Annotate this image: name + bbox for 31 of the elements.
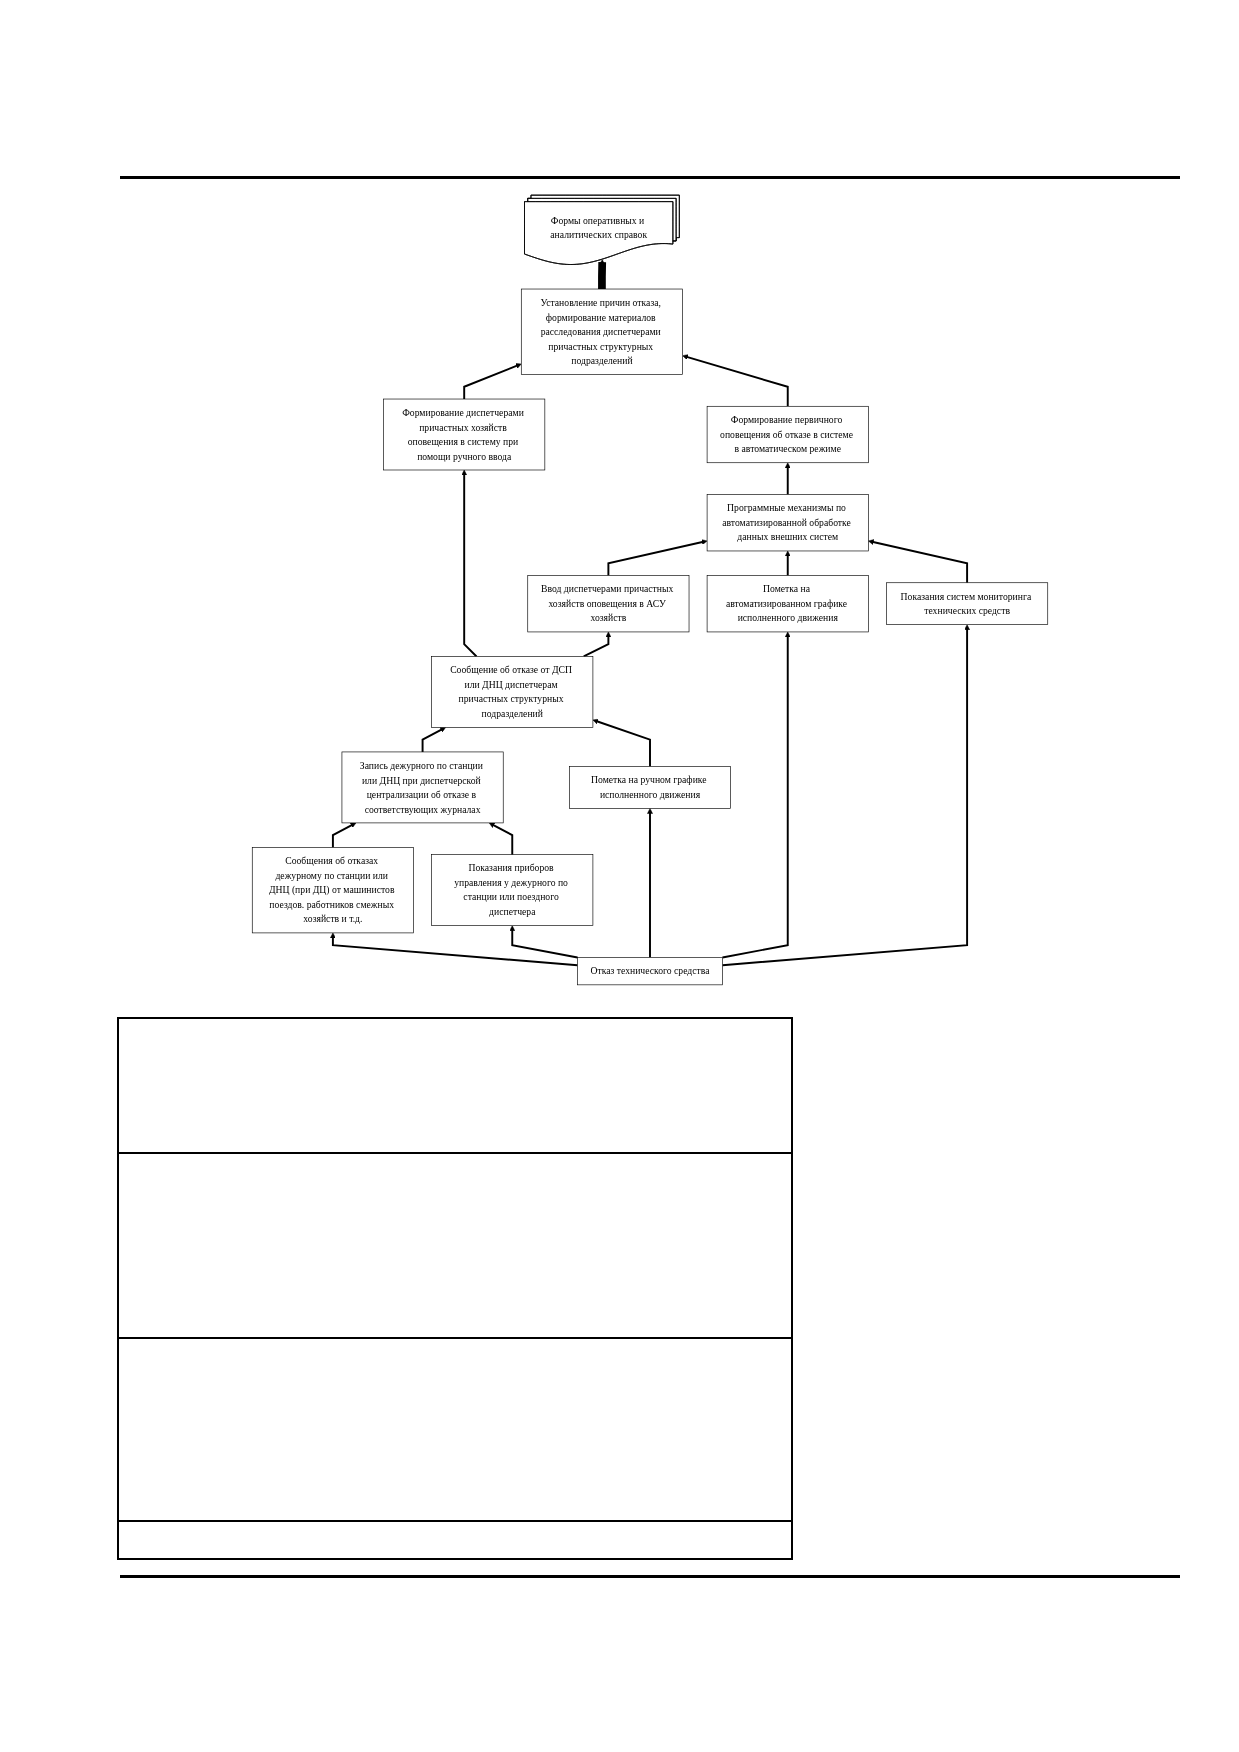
arrow xyxy=(330,932,579,967)
arrow xyxy=(784,462,791,496)
node-box: Пометка на автоматизированном графике исполненного движения xyxy=(706,575,869,633)
node-box: Сообщение об отказе от ДСП или ДНЦ диспетчерам причастных структурных подразделений xyxy=(431,656,594,728)
node-box: Пометка на ручном графике исполненного движения xyxy=(569,766,731,809)
arrow xyxy=(421,727,446,753)
arrow xyxy=(682,354,789,408)
arrow xyxy=(647,808,653,959)
node-box: Формирование диспетчерами причастных хозяйств оповещения в систему при помощи ручного ввода xyxy=(383,398,546,471)
arrow xyxy=(598,259,607,290)
arrow xyxy=(607,539,708,577)
arrow xyxy=(488,822,514,856)
arrow xyxy=(582,631,612,658)
arrow xyxy=(868,539,969,584)
node-box: Отказ технического средства xyxy=(577,957,723,986)
node-box: Формирование первичного оповещения об отказе в системе в автоматическом режиме xyxy=(706,405,869,464)
node-box: Показания систем мониторинга технических средств xyxy=(886,582,1049,625)
node-box: Показания приборов управления у дежурного по станции или поездного диспетчера xyxy=(431,854,594,926)
node-box: Ввод диспетчерами причастных хозяйств оповещения в АСУ хозяйств xyxy=(527,575,690,633)
arrow xyxy=(331,822,357,849)
node-box: Запись дежурного по станции или ДНЦ при диспетчерской централизации об отказе в соответствующих журналах xyxy=(341,751,504,824)
node-box: Сообщения об отказах дежурному по станции или ДНЦ (при ДЦ) от машинистов поездов. работников смежных хозяйств и т.д. xyxy=(251,847,414,934)
arrow xyxy=(461,469,478,658)
node-box: Установление причин отказа, формирование материалов расследования диспетчерами причастных структурных подразделений xyxy=(520,288,683,375)
arrow xyxy=(784,550,791,577)
arrow xyxy=(463,363,522,400)
node-box: Программные механизмы по автоматизированной обработке данных внешних систем xyxy=(706,494,869,552)
arrow xyxy=(509,925,579,959)
arrow xyxy=(721,624,970,967)
arrow xyxy=(592,718,651,768)
arrow xyxy=(721,631,791,959)
